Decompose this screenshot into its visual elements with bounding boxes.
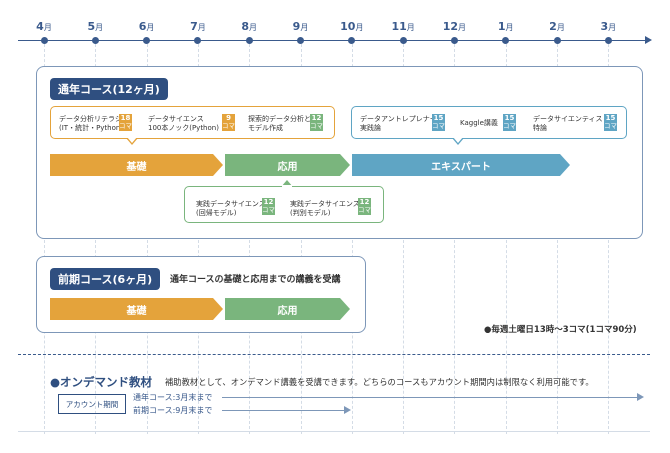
month-label: 10月: [340, 20, 364, 33]
month-gridline: [608, 44, 610, 434]
month-gridline: [146, 44, 148, 434]
timeline-axis: [18, 40, 650, 41]
month-gridline: [249, 44, 251, 434]
annual-phase-expert: エキスパート: [352, 154, 570, 176]
month-label: 6月: [138, 20, 155, 33]
month-label: 12月: [442, 20, 467, 33]
month-gridline: [505, 44, 507, 434]
month-gridline: [44, 44, 45, 434]
first-half-note: 通年コースの基礎と応用までの講義を受講: [170, 275, 341, 285]
month-label: 3月: [600, 20, 617, 33]
month-label: 4月: [36, 20, 52, 33]
first-half-phase-applied: 応用: [225, 298, 350, 320]
annual-phase-applied: 応用: [225, 154, 350, 176]
annual-period-line: [222, 397, 640, 398]
annual-period-text: 通年コース:3月末まで: [133, 393, 213, 402]
month-gridline: [351, 44, 353, 434]
basic-courses-box: [50, 106, 335, 139]
month-gridline: [557, 44, 558, 434]
course-literacy: データ分析リテラシ(IT・統計・Python): [59, 115, 124, 132]
month-gridline: [454, 44, 456, 434]
month-gridline: [300, 44, 302, 434]
month-label: 5月: [87, 20, 104, 33]
annual-phase-basic: 基礎: [50, 154, 223, 176]
month-label: 7月: [190, 20, 206, 33]
course-kaggle: Kaggle講義: [460, 119, 498, 127]
annual-course-title: 通年コース(12ヶ月): [50, 78, 168, 100]
course-eda: 探索的データ分析とモデル作成: [248, 115, 311, 132]
timeline-arrowhead: [645, 36, 652, 44]
month-label: 9月: [292, 20, 309, 33]
first-half-course-title: 前期コース(6ヶ月): [50, 268, 161, 290]
expert-courses-box: [351, 106, 627, 139]
month-label: 8月: [241, 20, 258, 33]
month-gridline: [95, 44, 97, 434]
schedule-note: ●毎週土曜日13時〜3コマ(1コマ90分): [484, 325, 637, 335]
month-gridline: [403, 44, 405, 434]
bottom-divider: [18, 431, 650, 432]
course-classification: 実践データサイエンス(判別モデル): [290, 200, 360, 217]
first-half-period-arrowhead: [344, 406, 351, 414]
first-half-phase-basic: 基礎: [50, 298, 223, 320]
first-half-period-line: [222, 410, 346, 411]
month-label: 2月: [549, 20, 565, 33]
section-divider: [18, 354, 650, 355]
month-gridline: [197, 44, 199, 434]
first-half-period-text: 前期コース:9月末まで: [133, 406, 213, 415]
account-period-label: アカウント期間: [58, 394, 126, 414]
annual-period-arrowhead: [637, 393, 644, 401]
ondemand-title: ●オンデマンド教材: [50, 375, 153, 389]
course-ds-special: データサイエンティスト特論: [533, 115, 610, 132]
course-entrepreneur: データアントレプレナー実践論: [360, 115, 437, 132]
month-label: 11月: [391, 20, 415, 33]
course-regression: 実践データサイエンス(回帰モデル): [196, 200, 266, 217]
ondemand-description: 補助教材として、オンデマンド講義を受講できます。どちらのコースもアカウント期間内…: [165, 377, 594, 387]
month-label: 1月: [497, 20, 514, 33]
applied-box-pointer: [281, 180, 293, 187]
